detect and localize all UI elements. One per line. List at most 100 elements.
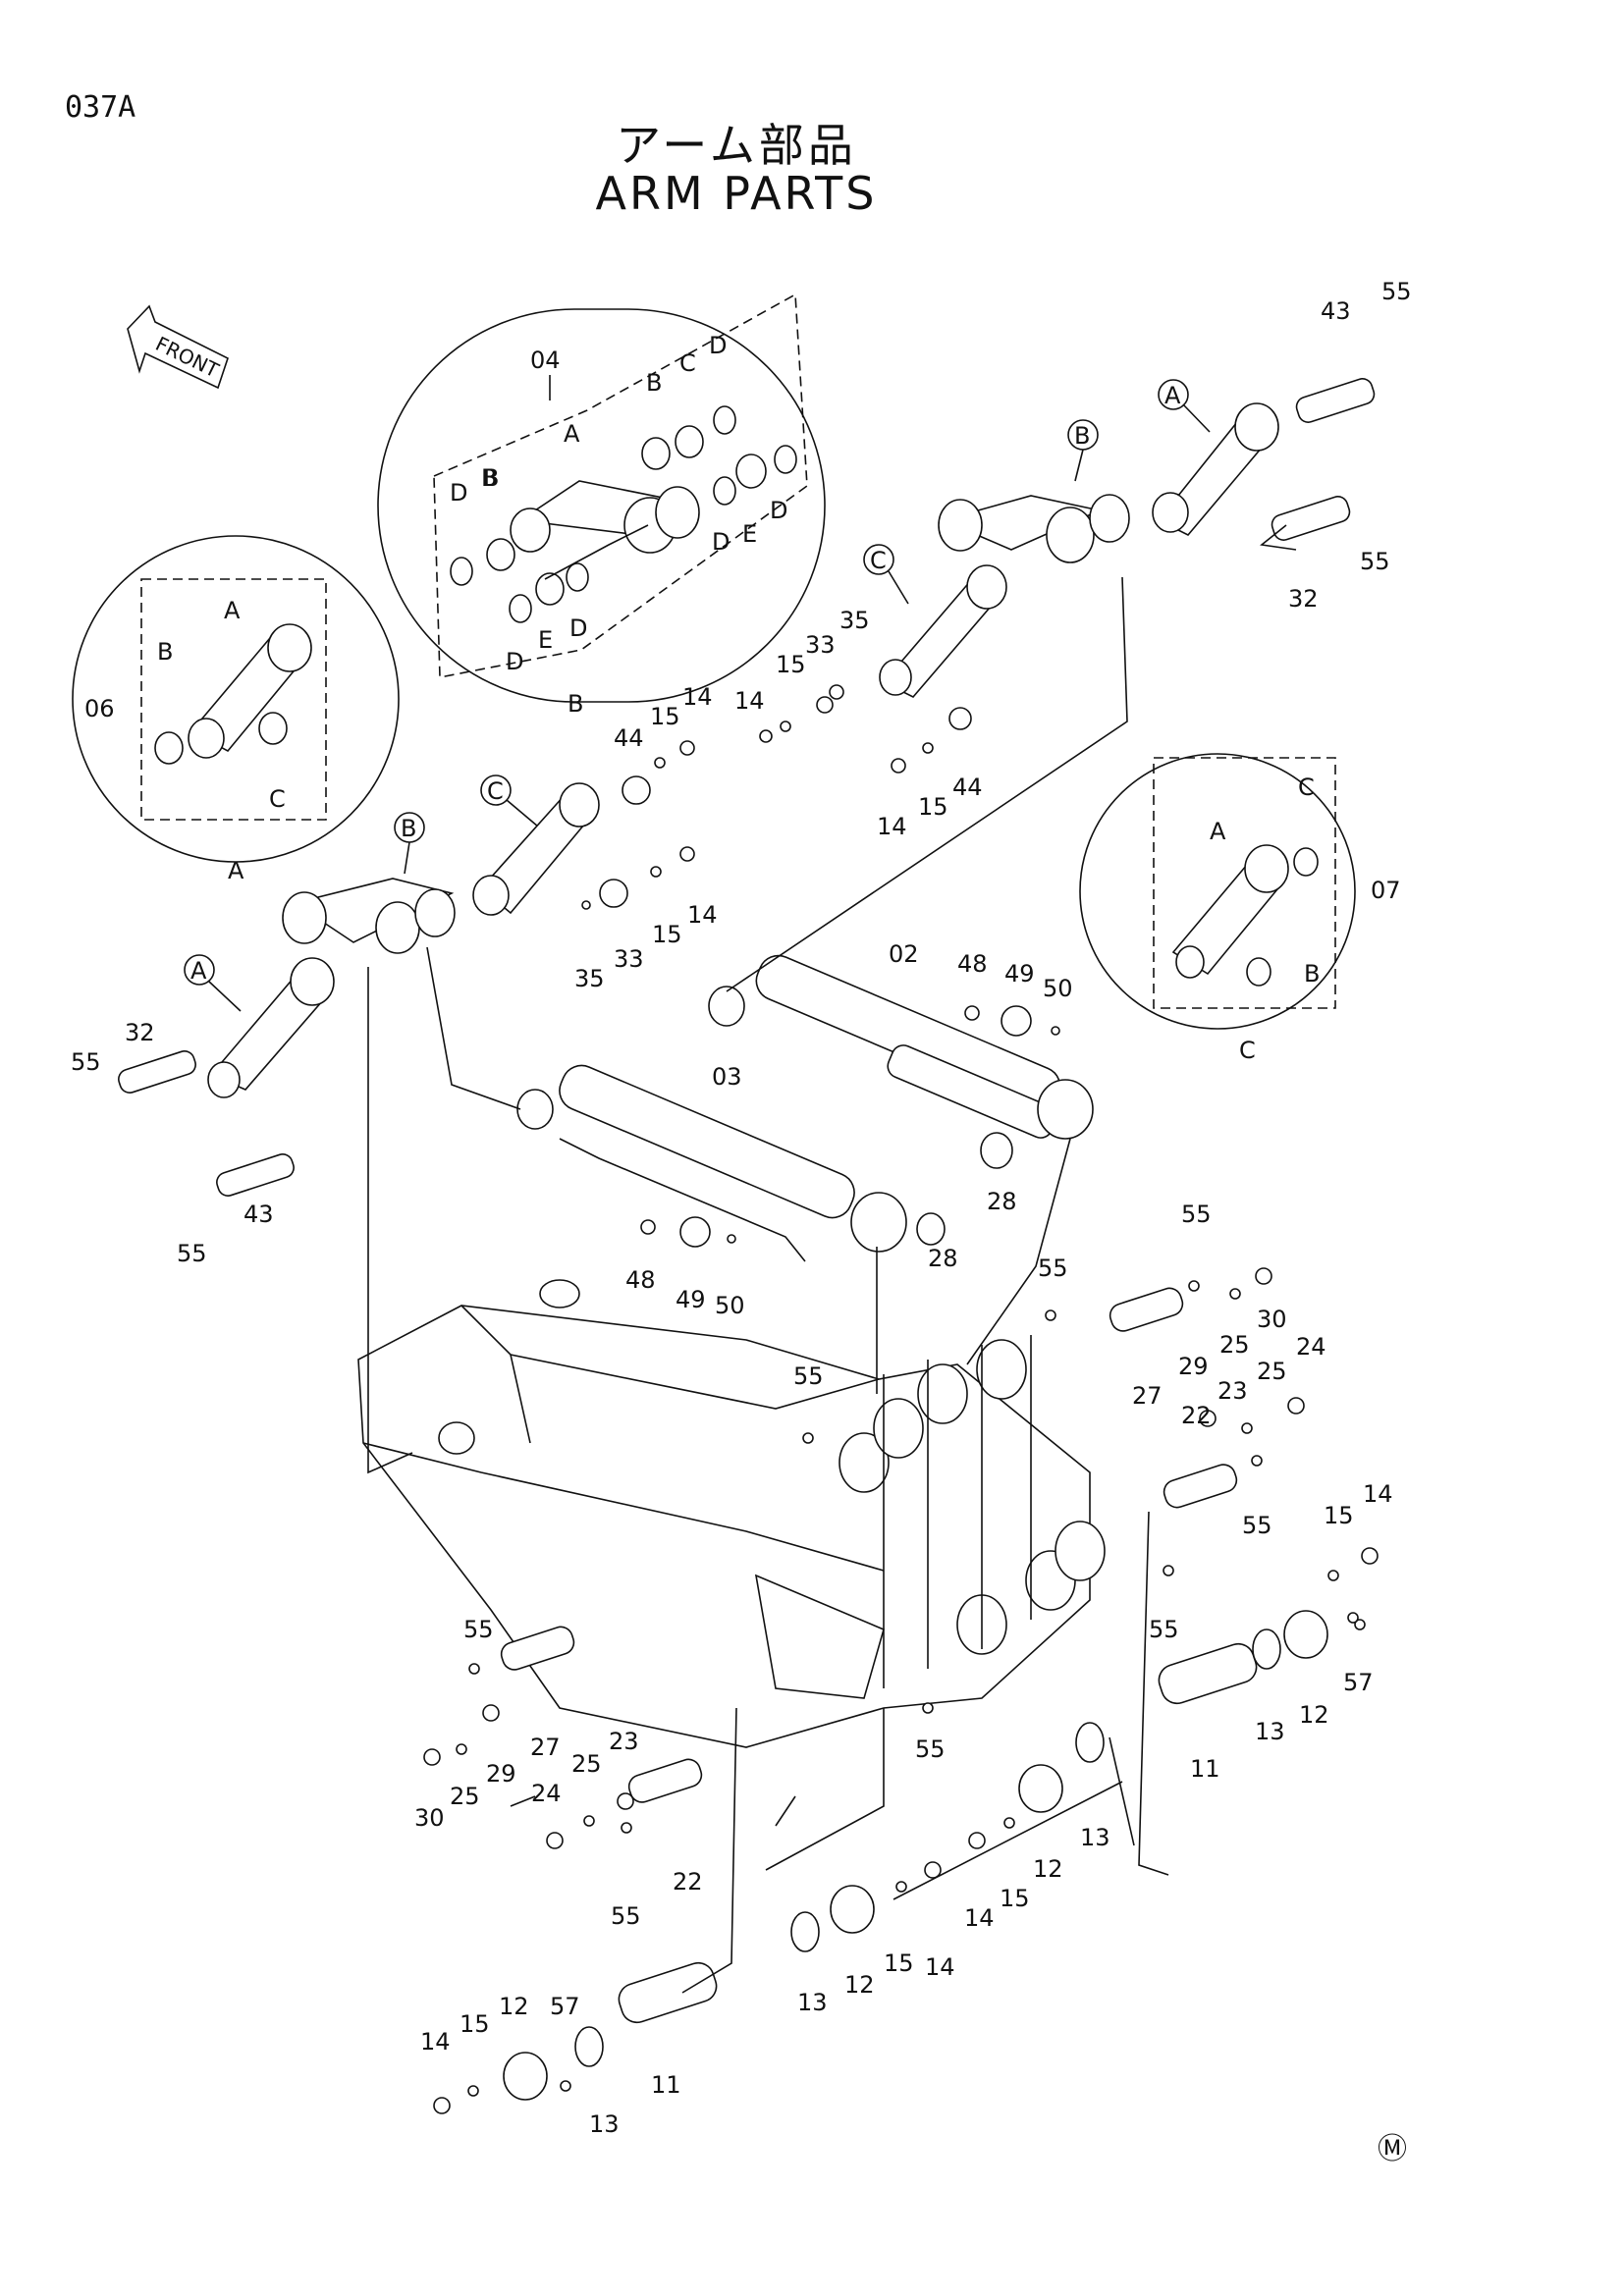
detail-view-c: A C B 07 C — [1079, 753, 1401, 1064]
detail-letter: D — [770, 497, 787, 524]
part-number: 55 — [1381, 278, 1412, 305]
part-number: 35 — [574, 965, 605, 992]
part-number: 14 — [925, 1953, 955, 1981]
part-number: 55 — [1038, 1255, 1068, 1282]
part-number: 29 — [1178, 1353, 1209, 1380]
detail-letter: A — [1210, 818, 1226, 845]
part-number: 02 — [889, 940, 919, 968]
detail-letter: B — [481, 464, 497, 492]
part-number: 43 — [243, 1201, 274, 1228]
detail-letter: D — [569, 614, 587, 642]
part-number: 13 — [1080, 1824, 1110, 1851]
part-number: 27 — [1132, 1382, 1163, 1410]
part-number: 49 — [676, 1286, 706, 1313]
part-number: 33 — [805, 631, 836, 659]
detail-letter: D — [712, 528, 730, 556]
detail-letter: E — [742, 520, 757, 548]
part-number: 50 — [715, 1292, 745, 1319]
part-number: 29 — [486, 1760, 516, 1788]
part-number: 14 — [682, 683, 713, 711]
part-number: 14 — [877, 813, 907, 840]
part-number: 13 — [1255, 1718, 1285, 1745]
part-number: 12 — [499, 1993, 529, 2020]
middle-linkage — [118, 740, 695, 1197]
part-number: 03 — [712, 1063, 742, 1091]
callout-letter: C — [870, 547, 887, 574]
part-number: 28 — [987, 1188, 1017, 1215]
page-title: ARM PARTS — [595, 167, 878, 220]
detail-letter: C — [1298, 774, 1315, 801]
callout-letter: A — [1164, 382, 1181, 409]
part-number: 30 — [1257, 1306, 1287, 1333]
part-number: 35 — [839, 607, 870, 634]
part-number: 13 — [797, 1989, 828, 2016]
part-number: 55 — [611, 1902, 641, 1930]
part-number: 43 — [1321, 297, 1351, 325]
part-number: 55 — [177, 1240, 207, 1267]
part-number: 14 — [964, 1904, 995, 1932]
callout-letter: C — [487, 777, 504, 805]
part-number: 12 — [1033, 1855, 1063, 1883]
detail-letter: A — [224, 597, 241, 624]
part-number: 22 — [673, 1868, 703, 1896]
detail-letter: A — [564, 420, 580, 448]
part-number: 25 — [571, 1750, 602, 1778]
part-number: 15 — [1324, 1502, 1354, 1529]
part-number: 14 — [420, 2028, 451, 2056]
part-label: 07 — [1371, 877, 1401, 904]
part-number: 14 — [1363, 1480, 1393, 1508]
part-number: 24 — [1296, 1333, 1326, 1361]
part-number: 14 — [734, 687, 765, 715]
part-number: 24 — [531, 1780, 562, 1807]
part-number: 25 — [450, 1783, 480, 1810]
part-number: 48 — [957, 950, 988, 978]
page-code: 037A — [65, 90, 136, 125]
detail-view-a: A B C 06 A — [72, 535, 400, 884]
part-number: 15 — [884, 1949, 914, 1977]
detail-letter: B — [483, 464, 499, 492]
part-number: 55 — [71, 1048, 101, 1076]
detail-caption: B — [568, 690, 583, 718]
part-number: 12 — [844, 1971, 875, 1999]
part-number: 55 — [1149, 1616, 1179, 1643]
part-number: 23 — [609, 1728, 639, 1755]
part-number: 15 — [918, 793, 948, 821]
part-number: 11 — [1190, 1755, 1220, 1783]
pins-and-hardware — [423, 1267, 1379, 2114]
part-number: 25 — [1219, 1331, 1250, 1359]
detail-letter: B — [1304, 960, 1320, 988]
cylinder-03 — [516, 1064, 946, 1262]
detail-letter: C — [269, 785, 286, 813]
part-label: 04 — [530, 347, 561, 374]
detail-letter: B — [646, 369, 662, 397]
part-number: 32 — [1288, 585, 1319, 613]
callout-letter: B — [1074, 422, 1090, 450]
detail-letter: C — [679, 349, 696, 377]
part-number: 28 — [928, 1245, 958, 1272]
part-number: 33 — [614, 945, 644, 973]
detail-letter: E — [538, 626, 553, 654]
part-number: 15 — [650, 703, 680, 730]
front-arrow-icon: FRONT — [127, 304, 229, 390]
callout-letter: A — [190, 957, 207, 985]
part-number: 44 — [952, 774, 983, 801]
detail-view-b: 04 A B C B D D B D D E D D E D B — [377, 293, 826, 718]
part-number: 50 — [1043, 975, 1073, 1002]
part-number: 55 — [915, 1735, 946, 1763]
part-number: 55 — [1242, 1512, 1272, 1539]
part-number: 25 — [1257, 1358, 1287, 1385]
part-number: 13 — [589, 2110, 620, 2138]
part-number: 15 — [652, 921, 682, 948]
part-number: 55 — [463, 1616, 494, 1643]
corner-mark: Ⓜ — [1378, 2132, 1407, 2166]
part-number: 55 — [1181, 1201, 1212, 1228]
detail-letter: B — [157, 638, 173, 666]
part-number: 55 — [1360, 548, 1390, 575]
detail-letter: D — [506, 648, 523, 675]
leader-lines — [367, 576, 1169, 1994]
part-number: 48 — [625, 1266, 656, 1294]
part-number: 15 — [460, 2010, 490, 2038]
part-number: 22 — [1181, 1402, 1212, 1429]
part-number: 15 — [1000, 1885, 1030, 1912]
